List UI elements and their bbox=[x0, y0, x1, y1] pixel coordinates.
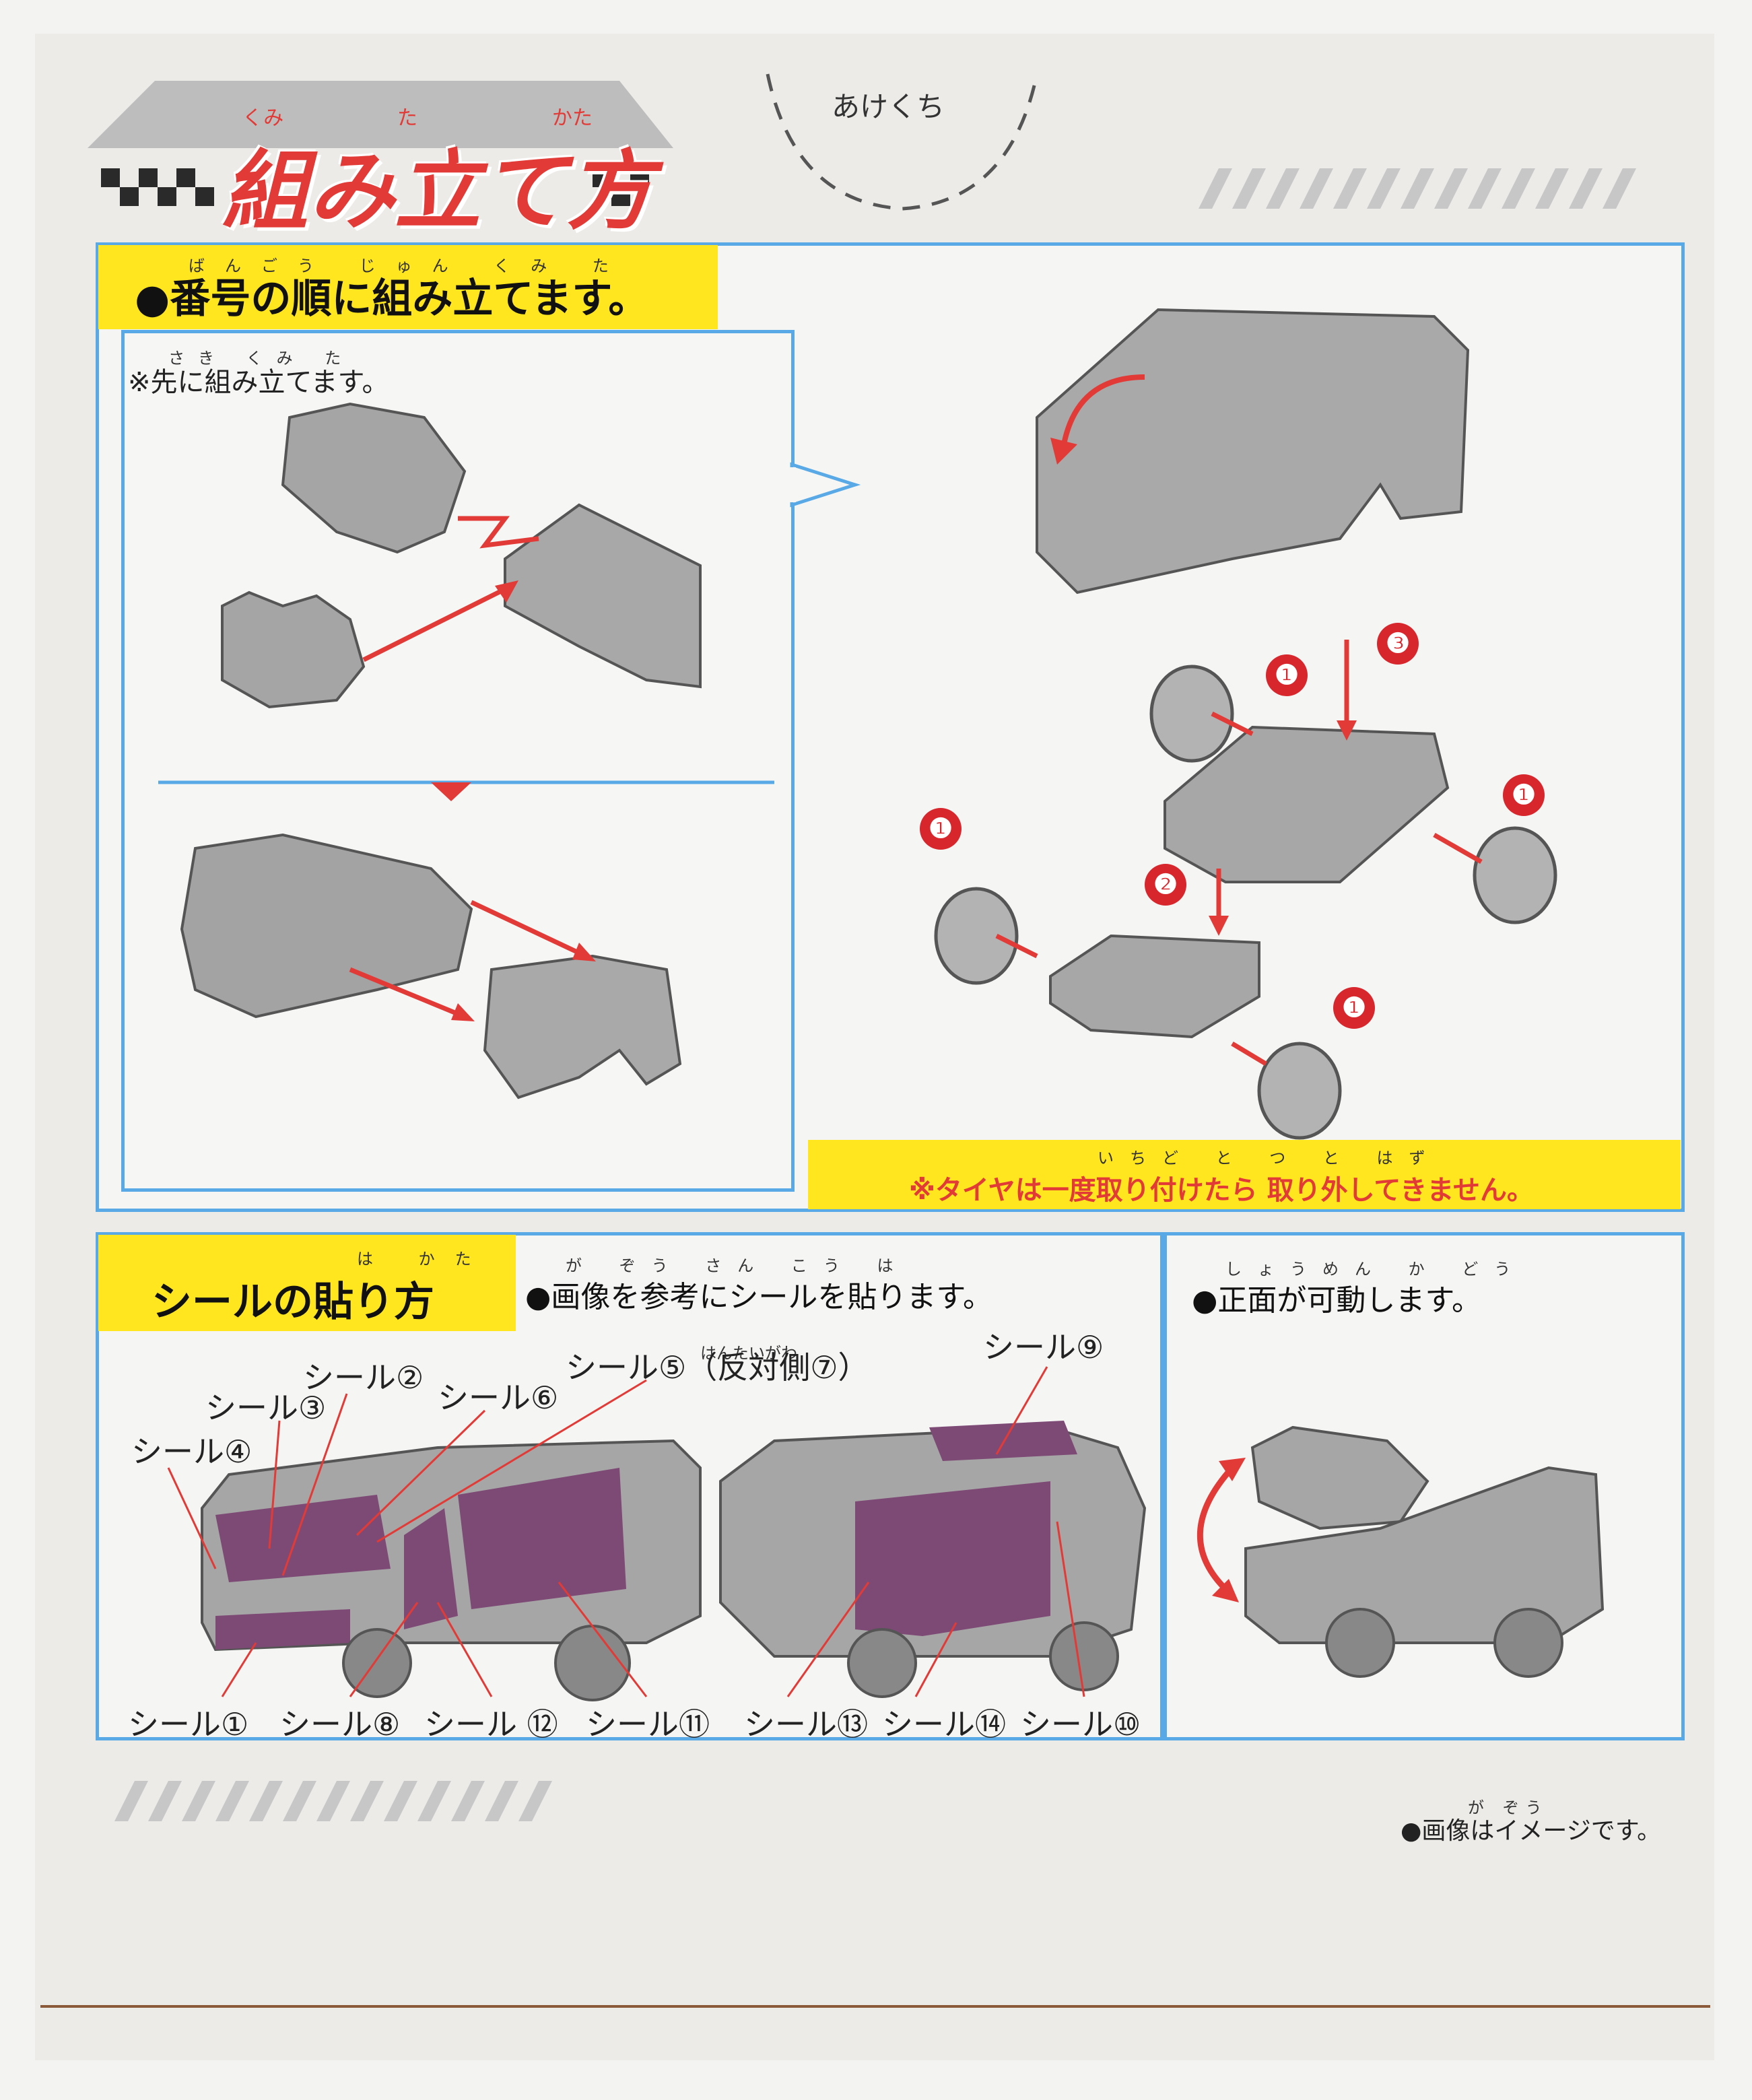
sticker-label-14: シール⑭ bbox=[882, 1706, 1006, 1742]
sticker-label-13: シール⑬ bbox=[744, 1706, 868, 1742]
sticker-title-ruby: は かた bbox=[357, 1250, 492, 1268]
sticker-label-2: シール② bbox=[303, 1359, 424, 1396]
step-number-3: ❸ bbox=[1377, 623, 1419, 665]
sticker-label-4: シール④ bbox=[131, 1433, 252, 1470]
page-title: 組み立て方 bbox=[222, 141, 654, 242]
footer-note: ●画像はイメージです。 bbox=[1401, 1817, 1662, 1845]
sticker-label-10: シール⑩ bbox=[1020, 1706, 1141, 1742]
opposite-side-ruby: はんたいがわ bbox=[700, 1344, 797, 1363]
footer-ruby: が ぞう bbox=[1468, 1798, 1549, 1817]
sticker-label-1: シール① bbox=[128, 1706, 249, 1742]
sticker-label-8: シール⑧ bbox=[279, 1706, 401, 1742]
step-bar-text: ●番号の順に組み立てます。 bbox=[135, 275, 649, 323]
sticker-label-12: シール ⑫ bbox=[424, 1706, 558, 1742]
front-movable-text: ●正面が可動します。 bbox=[1192, 1283, 1481, 1318]
front-movable-ruby: しょうめん か どう bbox=[1225, 1260, 1527, 1279]
sticker-instruction-ruby: が ぞう さん こう は bbox=[566, 1256, 910, 1275]
sticker-label-6: シール⑥ bbox=[438, 1380, 559, 1416]
step-number-1b: ❶ bbox=[1503, 774, 1545, 816]
sticker-label-3: シール③ bbox=[205, 1390, 327, 1426]
step-number-1a: ❶ bbox=[1266, 654, 1308, 696]
title-ruby-3: かた bbox=[552, 106, 593, 130]
opening-tab-label: あけくち bbox=[832, 90, 945, 123]
step-bar bbox=[98, 245, 718, 329]
sticker-instruction: ●画像を参考にシールを貼ります。 bbox=[525, 1280, 992, 1314]
sticker-title: シールの貼り方 bbox=[151, 1279, 434, 1326]
step-number-1c: ❶ bbox=[920, 808, 962, 850]
step-number-1d: ❶ bbox=[1333, 987, 1375, 1029]
sticker-title-bar bbox=[98, 1235, 516, 1331]
pre-assembly-ruby: さき くみ た bbox=[168, 349, 355, 368]
tire-warning-bar bbox=[808, 1140, 1681, 1209]
title-ruby-1: くみ bbox=[242, 106, 284, 130]
sticker-label-5-7: シール⑤（反対側⑦） bbox=[566, 1349, 869, 1386]
title-ruby-2: た bbox=[397, 106, 417, 130]
tire-warning-text: ※タイヤは一度取り付けたら 取り外してきません。 bbox=[909, 1175, 1535, 1206]
pre-assembly-note: ※先に組み立てます。 bbox=[128, 367, 389, 398]
step-bar-ruby: ばんごう じゅん くみ た bbox=[189, 257, 629, 275]
sticker-label-9: シール⑨ bbox=[983, 1329, 1104, 1365]
sticker-label-11: シール⑪ bbox=[586, 1706, 710, 1742]
tire-warning-ruby: いちど と つ と はず bbox=[1098, 1149, 1442, 1167]
step-number-2: ❷ bbox=[1145, 864, 1186, 906]
